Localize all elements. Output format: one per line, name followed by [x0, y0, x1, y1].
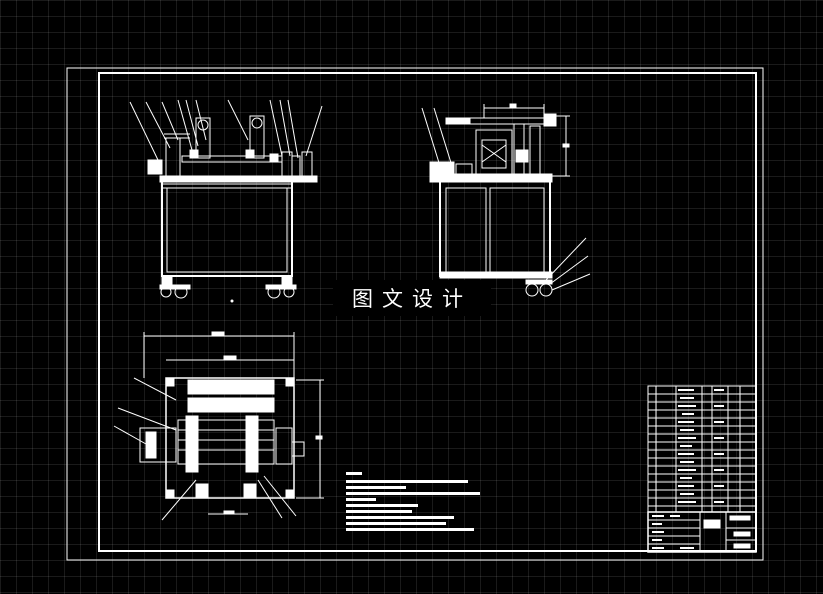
title-block: [647, 511, 757, 553]
outer-sheet-border: [66, 67, 764, 561]
front-view: [129, 99, 323, 303]
side-view: [421, 103, 591, 297]
watermark-label: 图文设计: [333, 280, 491, 316]
inner-drawing-frame: [98, 72, 757, 552]
technical-notes: [346, 472, 480, 531]
parts-list-table: [647, 385, 757, 513]
top-view: [113, 331, 324, 521]
